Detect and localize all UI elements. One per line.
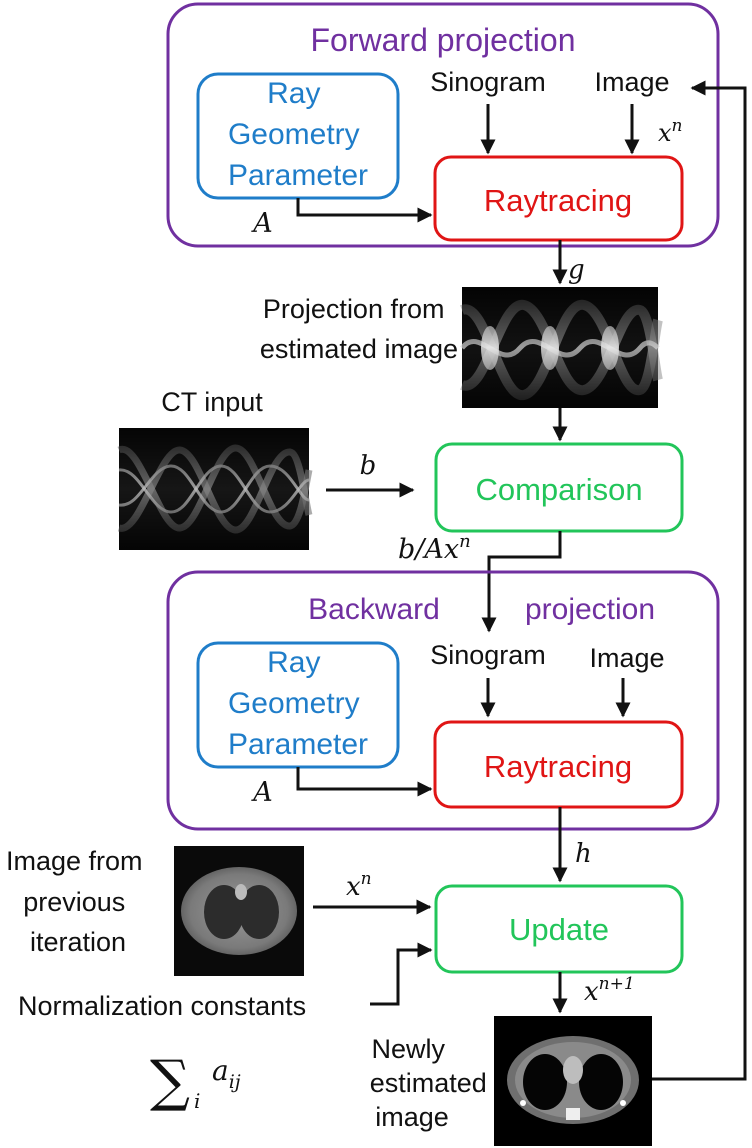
update-label: Update <box>509 912 609 947</box>
A-label-forward: A <box>250 208 273 239</box>
sinogram-label-forward: Sinogram <box>430 67 546 97</box>
normalization-constants-label: Normalization constants <box>18 991 306 1021</box>
xn-label-update: xn <box>346 869 372 902</box>
backward-title-left: Backward <box>308 593 440 626</box>
newly-estimated-label: Newly estimated image <box>370 1034 495 1132</box>
g-label: g <box>568 255 585 285</box>
A-arrow-forward <box>296 198 433 223</box>
sum-subscript: i <box>194 1089 200 1113</box>
newly-estimated-image <box>494 1016 652 1146</box>
ray-geometry-param-label-forward: Ray Geometry Parameter <box>228 77 368 192</box>
projection-estimated-label: Projection from estimated image <box>260 294 458 364</box>
h-label: h <box>575 839 592 869</box>
projection-sinogram-image <box>460 287 663 408</box>
raytracing-label-backward: Raytracing <box>484 749 632 784</box>
A-arrow-backward <box>296 767 433 797</box>
forward-projection-title: Forward projection <box>311 22 576 58</box>
raytracing-label-forward: Raytracing <box>484 183 632 218</box>
previous-iteration-label: Image from previous iteration <box>6 846 150 957</box>
sum-symbol: ∑ <box>150 1049 190 1114</box>
previous-iteration-image <box>174 846 304 976</box>
ct-input-label: CT input <box>161 387 263 417</box>
forward-projection-box <box>166 2 720 248</box>
xn1-label: xn+1 <box>584 974 635 1007</box>
xn-label-forward: xn <box>658 116 683 147</box>
A-label-backward: A <box>250 777 273 808</box>
sum-formula: ∑ i aij <box>150 1049 241 1114</box>
backward-projection-box <box>166 570 720 831</box>
feedback-loop-arrow <box>652 80 747 1081</box>
ray-geometry-param-label-backward: Ray Geometry Parameter <box>228 646 368 761</box>
b-label: b <box>360 451 377 481</box>
comparison-label: Comparison <box>475 472 642 507</box>
image-label-forward: Image <box>594 67 669 97</box>
image-label-backward: Image <box>589 643 664 673</box>
sinogram-label-backward: Sinogram <box>430 640 546 670</box>
normalization-arrow <box>370 942 433 1006</box>
ct-input-sinogram-image <box>117 428 313 550</box>
sum-term: aij <box>212 1054 241 1093</box>
backward-title-right: projection <box>525 593 655 626</box>
comparison-to-backward-arrow <box>481 531 562 633</box>
ratio-label: b/Axn <box>398 531 471 565</box>
